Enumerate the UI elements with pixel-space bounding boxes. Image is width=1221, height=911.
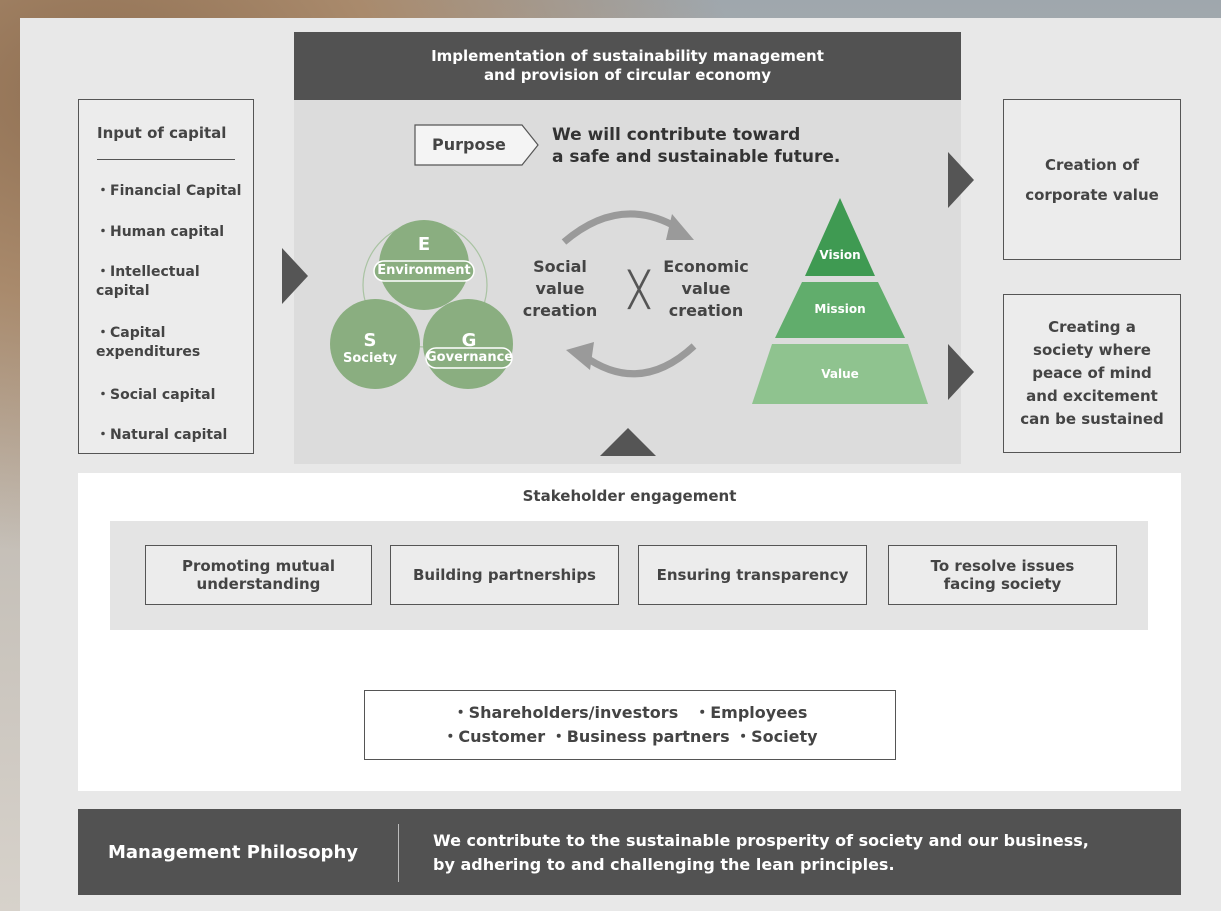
cross-icon: ╳	[628, 270, 650, 310]
input-arrow-icon	[282, 248, 308, 304]
input-title-divider	[97, 159, 235, 160]
vision-mission-value-pyramid	[752, 198, 928, 404]
capital-item: ・Capital expenditures	[96, 325, 201, 360]
society-arrow-icon	[948, 344, 974, 400]
stakeholder-groups-line: ・Customer ・Business partners ・Society	[442, 727, 818, 746]
principle-box: Ensuring transparency	[638, 545, 867, 605]
stakeholder-engagement-title: Stakeholder engagement	[522, 487, 737, 505]
esg-g-letter: G	[461, 330, 477, 351]
economic-value-creation: Economic value creation	[663, 257, 749, 320]
esg-e-letter: E	[417, 234, 431, 255]
purpose-tag	[414, 124, 539, 166]
purpose-label: Purpose	[432, 135, 506, 154]
creation-of-corporate-value: Creation of corporate value	[1003, 99, 1181, 260]
capital-item: ・Social capital	[96, 387, 216, 403]
input-of-capital-box	[78, 99, 254, 454]
purpose-text: We will contribute toward a safe and sus…	[552, 125, 841, 167]
esg-environment-label: Environment	[377, 263, 471, 278]
divider	[398, 824, 399, 882]
esg-governance-label: Governance	[426, 350, 514, 365]
capital-item: ・Intellectual capital	[96, 264, 200, 299]
principle-box: Promoting mutual understanding	[145, 545, 372, 605]
management-philosophy-bar	[78, 809, 1181, 895]
esg-s-letter: S	[363, 330, 377, 351]
sustainability-banner: Implementation of sustainability managem…	[294, 32, 961, 100]
principle-box: Building partnerships	[390, 545, 619, 605]
principle-box: To resolve issues facing society	[888, 545, 1117, 605]
stakeholder-groups-line: ・Shareholders/investors ・Employees	[452, 703, 808, 722]
capital-item: ・Financial Capital	[96, 183, 242, 199]
capital-item: ・Human capital	[96, 224, 225, 240]
cycle-arrows-icon	[561, 210, 697, 378]
management-philosophy-label: Management Philosophy	[108, 842, 358, 863]
pyramid-value: Value	[821, 367, 859, 381]
management-philosophy-text: We contribute to the sustainable prosper…	[433, 831, 1089, 874]
capital-item: ・Natural capital	[96, 427, 228, 443]
social-value-creation: Social value creation	[522, 257, 598, 320]
up-arrow-icon	[600, 428, 656, 456]
esg-society-label: Society	[343, 351, 397, 366]
esg-diagram	[330, 220, 513, 389]
stakeholder-groups: ・Shareholders/investors ・Employees ・Cust…	[364, 690, 896, 760]
corporate-value-arrow-icon	[948, 152, 974, 208]
input-of-capital-title: Input of capital	[97, 124, 227, 142]
pyramid-vision: Vision	[819, 248, 861, 262]
creating-sustainable-society: Creating a society where peace of mind a…	[1003, 294, 1181, 453]
pyramid-mission: Mission	[814, 302, 866, 316]
